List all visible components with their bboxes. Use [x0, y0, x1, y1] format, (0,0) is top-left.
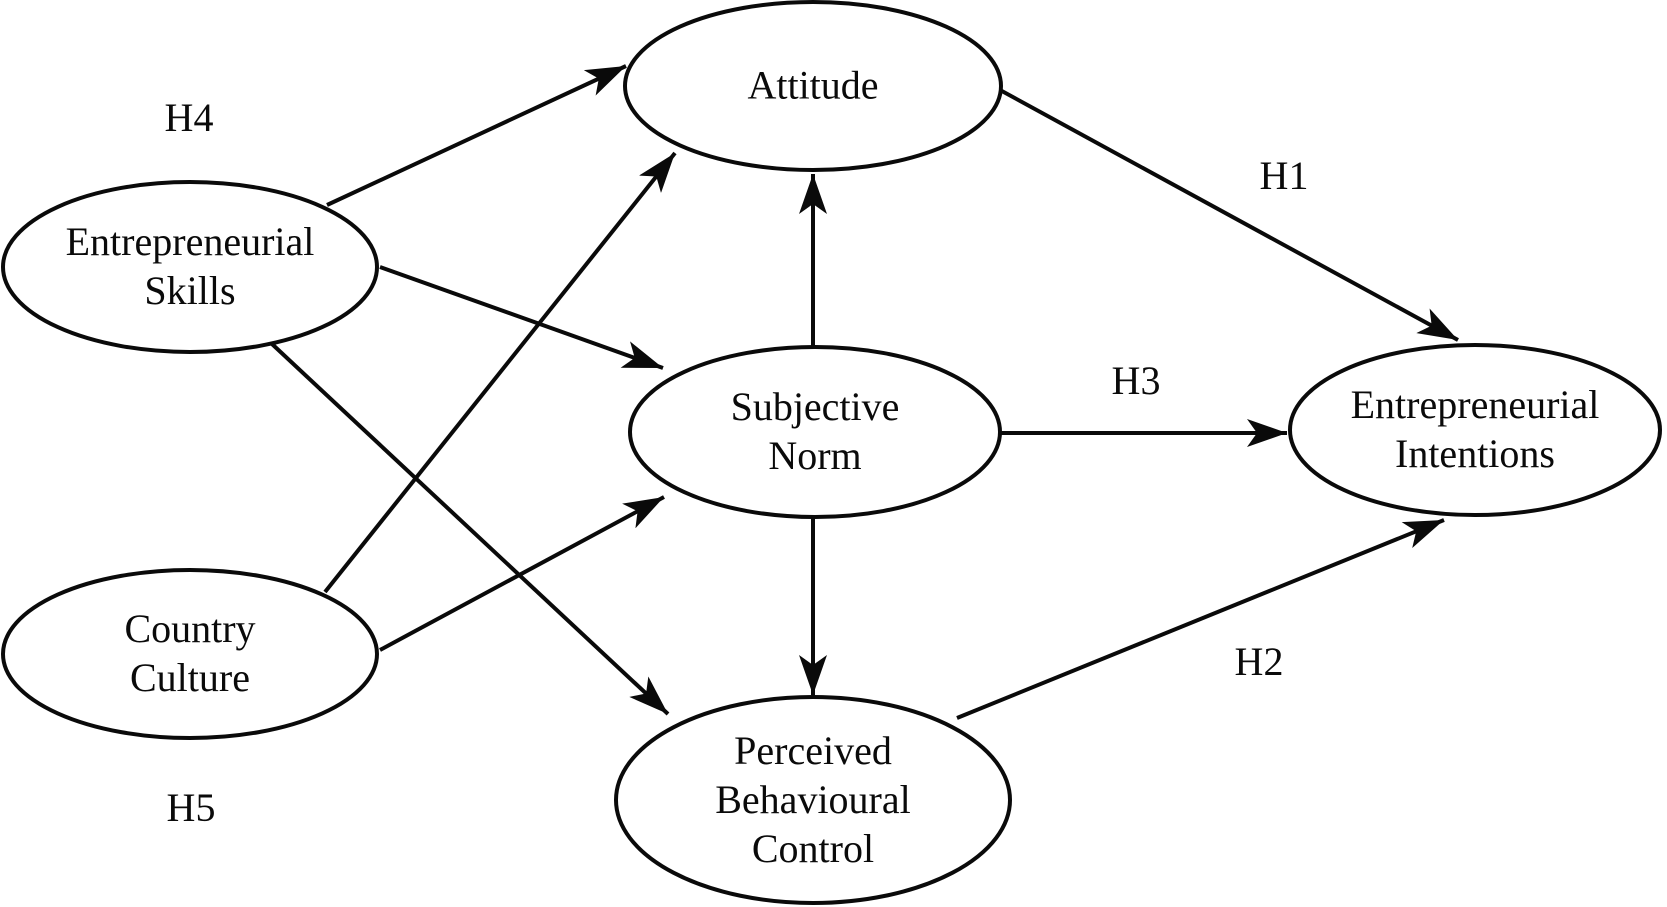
edge-entrepreneurial-skills-to-perceived-behavioural-control	[270, 342, 670, 716]
edge-entrepreneurial-skills-to-attitude	[326, 64, 627, 207]
node-ellipse-entrepreneurial-skills	[1, 180, 379, 354]
node-ellipse-attitude	[623, 0, 1003, 172]
edge-entrepreneurial-skills-to-subjective-norm	[379, 265, 664, 370]
edge-attitude-to-entrepreneurial-intentions	[999, 88, 1459, 342]
node-ellipse-subjective-norm	[628, 345, 1002, 519]
edge-perceived-behavioural-control-to-entrepreneurial-intentions	[956, 518, 1445, 720]
edges-layer	[270, 64, 1459, 720]
node-ellipse-perceived-behavioural-control	[614, 695, 1012, 905]
edge-country-culture-to-attitude	[323, 151, 677, 594]
node-ellipse-entrepreneurial-intentions	[1288, 343, 1662, 517]
node-ellipse-country-culture	[1, 568, 379, 740]
edge-country-culture-to-subjective-norm	[379, 495, 665, 652]
